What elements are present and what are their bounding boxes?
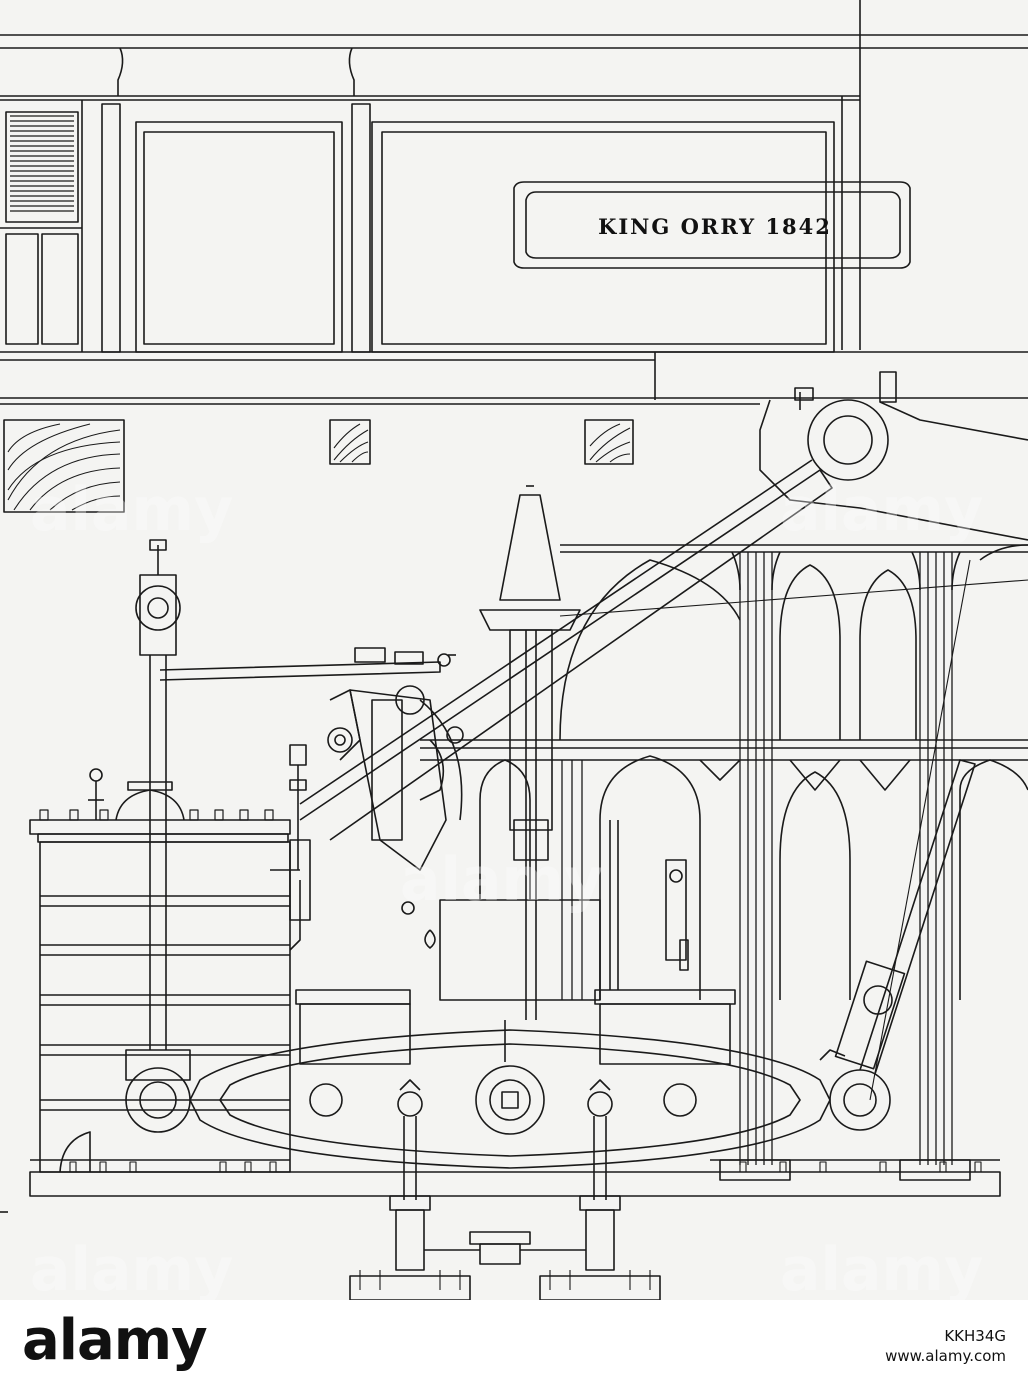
deck-beams: [0, 397, 1028, 513]
alamy-logo: alamy: [22, 1308, 208, 1373]
gothic-frame: [420, 544, 1028, 1181]
condenser: [289, 820, 736, 1065]
engineering-drawing-sheet: KING ORRY 1842 alamy alamy alamy alamy a…: [0, 0, 1028, 1300]
connecting-rod: [819, 559, 976, 1101]
cabin-panelling: [0, 0, 1028, 400]
bedplate: [29, 1131, 1001, 1197]
title-plate-text: KING ORRY 1842: [598, 214, 832, 239]
parallel-motion: [135, 539, 464, 1050]
bottom-piping: [0, 1195, 661, 1300]
top-bearing-and-side-lever: [299, 371, 1028, 841]
image-id: KKH34G: [944, 1327, 1006, 1345]
air-pump: [88, 768, 185, 821]
site-url: www.alamy.com: [885, 1347, 1006, 1365]
title-plate: [513, 181, 911, 269]
stock-footer: alamy KKH34G www.alamy.com: [0, 1300, 1028, 1390]
valve-casing-funnel: [479, 485, 581, 1020]
engine-elevation-drawing: KING ORRY 1842: [0, 0, 1028, 1300]
image-id-block: KKH34G www.alamy.com: [885, 1326, 1006, 1366]
side-lever-beam: [125, 1020, 891, 1200]
slide-valve-gear: [270, 744, 436, 951]
